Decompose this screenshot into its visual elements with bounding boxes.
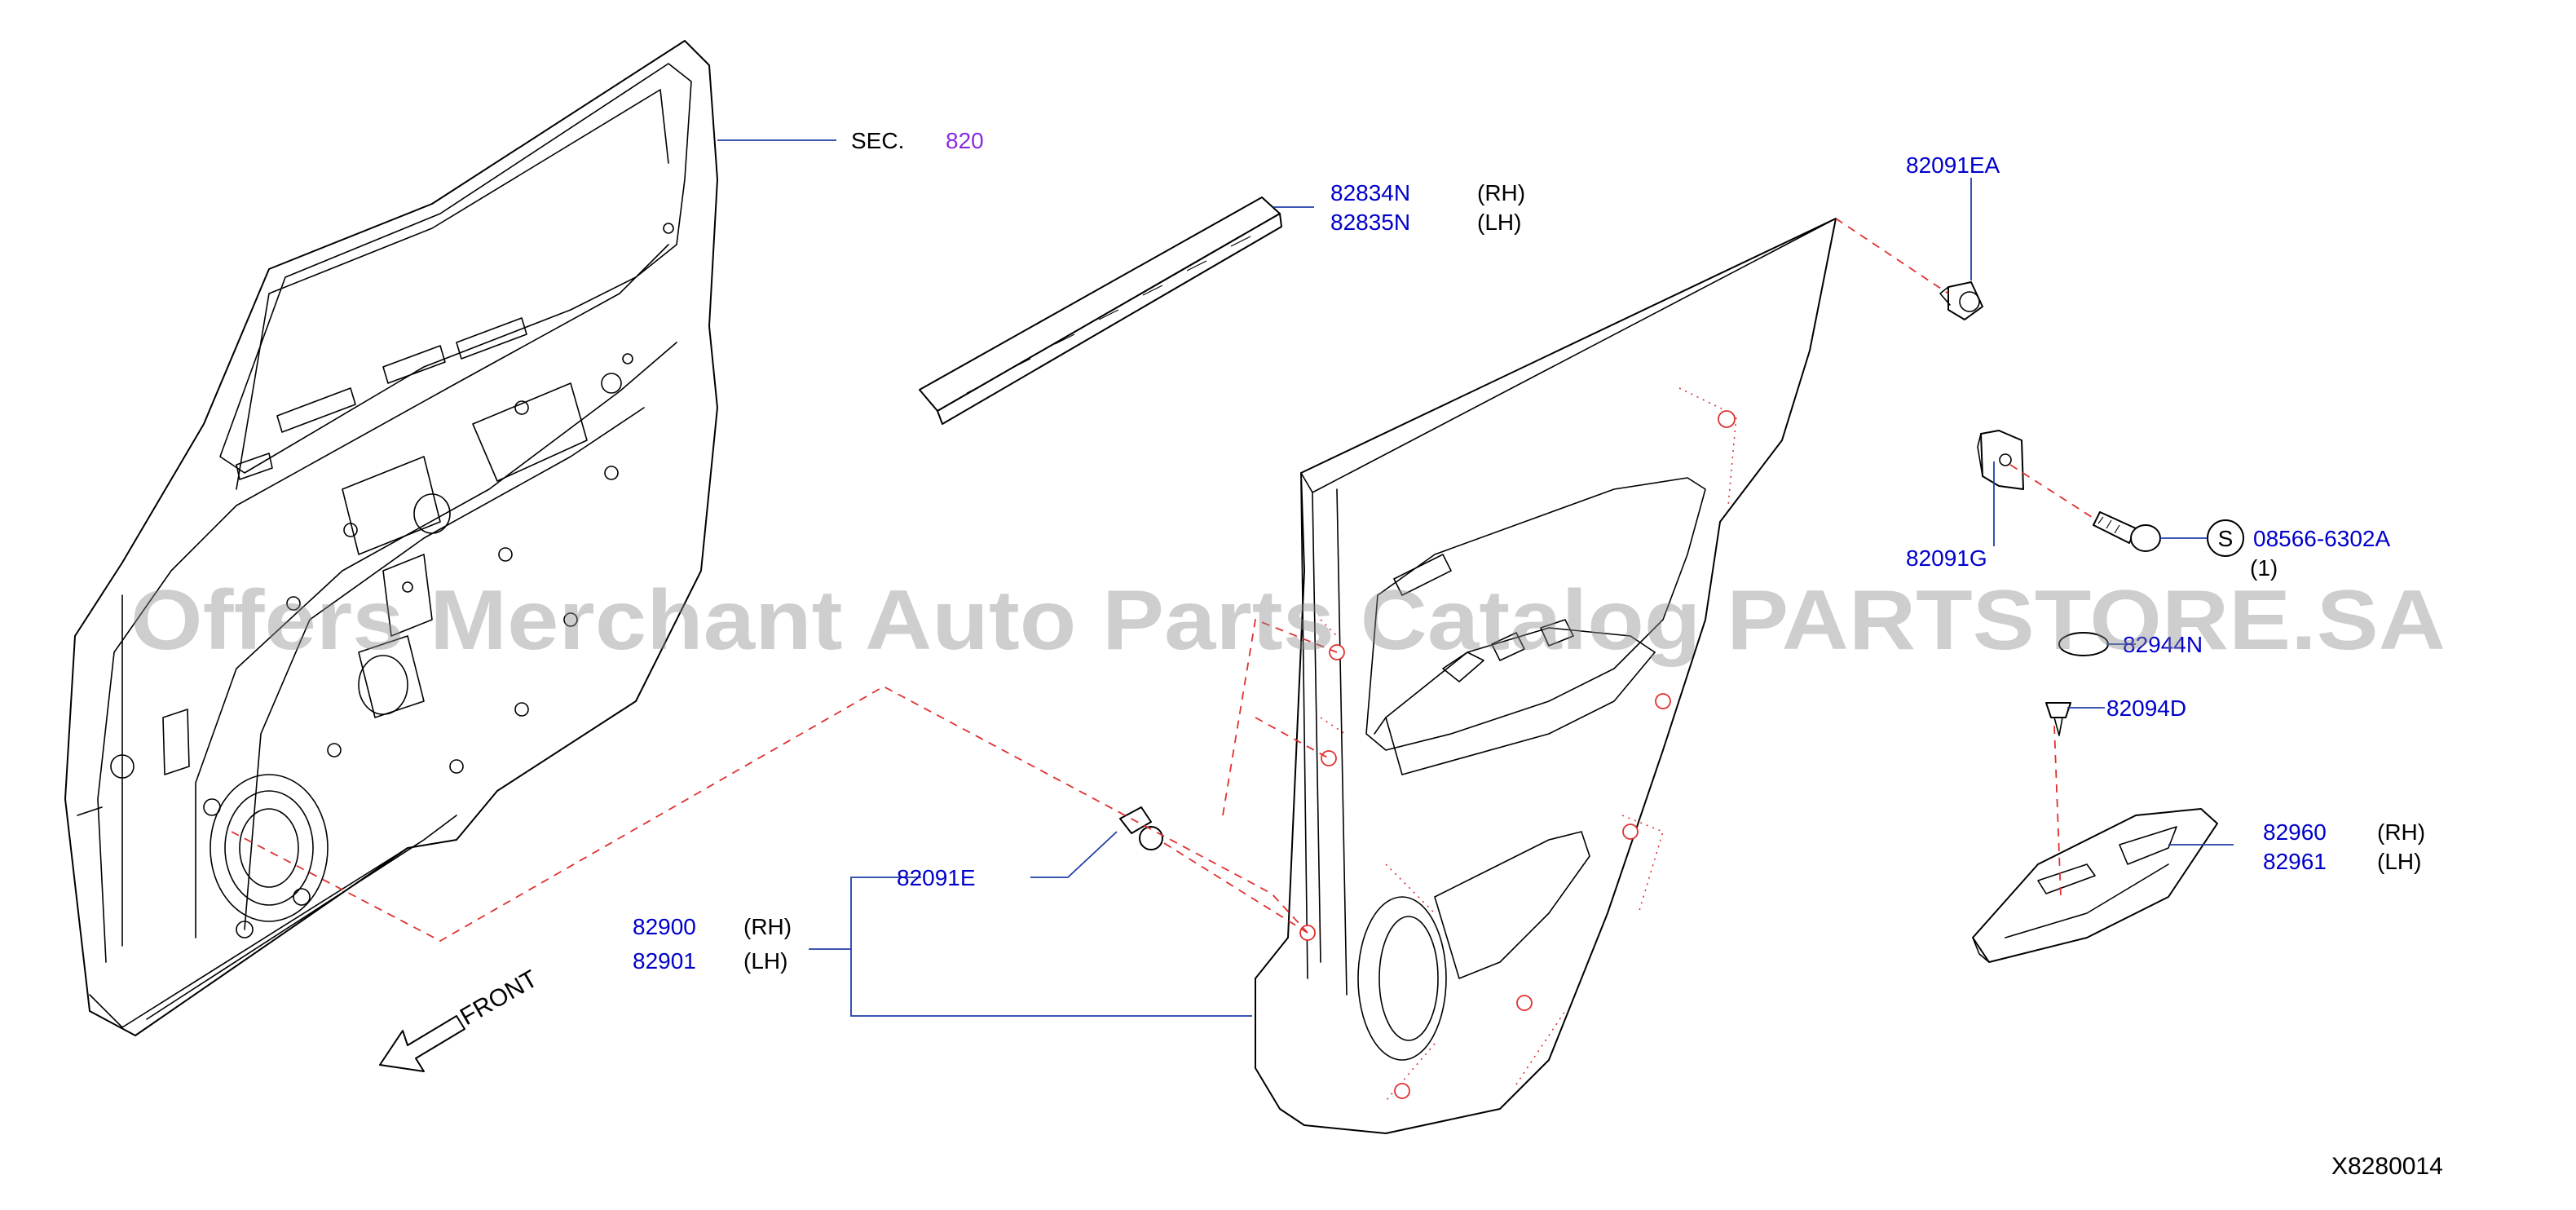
side-label-rh-armrest: (RH) <box>2377 819 2425 845</box>
clip-82091EA <box>1939 281 1983 320</box>
part-number-82091EA[interactable]: 82091EA <box>1906 152 2000 178</box>
watermark: Offers Merchant Auto Parts Catalog PARTS… <box>130 573 2446 668</box>
part-number-82944N[interactable]: 82944N <box>2123 632 2203 657</box>
part-number-82960[interactable]: 82960 <box>2263 819 2327 845</box>
standard-part-symbol <box>2207 519 2244 557</box>
side-label-lh-armrest: (LH) <box>2377 849 2421 874</box>
side-label-rh: (RH) <box>1477 180 1525 205</box>
side-label-lh-finisher: (LH) <box>743 948 787 974</box>
part-number-82091E[interactable]: 82091E <box>897 865 976 890</box>
sec-prefix: SEC. <box>851 128 904 153</box>
part-number-82901[interactable]: 82901 <box>633 948 696 974</box>
part-number-82094D[interactable]: 82094D <box>2106 696 2186 721</box>
sec-number[interactable]: 820 <box>946 128 984 153</box>
standard-part-symbol-letter: S <box>2218 526 2234 551</box>
leader-lines <box>717 139 2234 1017</box>
assembly-lines <box>231 218 2097 943</box>
side-label-rh-finisher: (RH) <box>743 914 792 939</box>
part-number-82961[interactable]: 82961 <box>2263 849 2327 874</box>
armrest-finisher <box>1972 808 2218 963</box>
part-number-08566-6302A[interactable]: 08566-6302A <box>2253 526 2390 551</box>
door-inner-molding <box>919 197 1282 425</box>
screw-quantity: (1) <box>2250 555 2278 581</box>
door-finisher <box>1255 218 1837 1134</box>
diagram-reference-code: X8280014 <box>2331 1153 2443 1180</box>
door-inner-panel <box>64 40 718 1036</box>
screw-08566-6302A <box>2093 511 2161 552</box>
side-label-lh: (LH) <box>1477 210 1521 235</box>
bracket-82091G <box>1977 430 2024 490</box>
clip-82091E <box>1119 806 1163 850</box>
front-direction-label: FRONT <box>456 965 542 1031</box>
part-number-82091G[interactable]: 82091G <box>1906 545 1987 571</box>
part-number-82900[interactable]: 82900 <box>633 914 696 939</box>
clip-82094D <box>2045 702 2071 736</box>
part-number-82834N[interactable]: 82834N <box>1330 180 1410 205</box>
front-arrow-icon <box>379 1015 465 1072</box>
part-number-82835N[interactable]: 82835N <box>1330 210 1410 235</box>
